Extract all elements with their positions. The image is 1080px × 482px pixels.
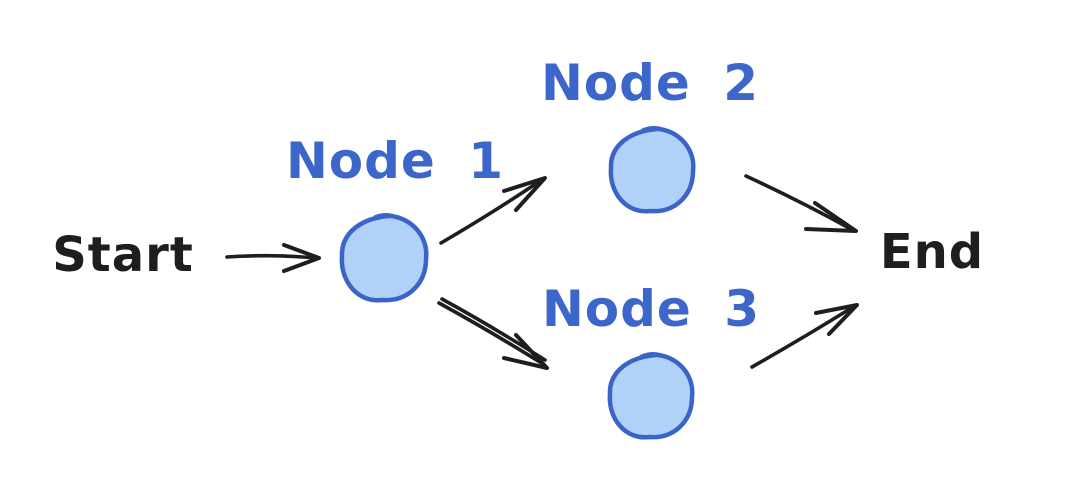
start-node-label: Start bbox=[52, 227, 194, 283]
edge-start-node1-arrowhead-icon bbox=[282, 243, 321, 273]
edge-node1-node2-arrowhead-icon bbox=[502, 176, 547, 212]
node1-circle-sketch-stroke bbox=[373, 213, 401, 220]
node2-circle bbox=[608, 126, 696, 214]
edge-node1-to-node2 bbox=[439, 176, 547, 245]
node2-label: Node 2 bbox=[541, 54, 759, 112]
edge-node3-end-arrowhead-icon bbox=[814, 303, 859, 336]
edge-node1-node2-shaft bbox=[439, 179, 542, 245]
node3-group: Node 3 bbox=[542, 280, 760, 440]
edge-node2-to-end bbox=[744, 174, 858, 233]
edge-start-to-node1 bbox=[225, 243, 321, 273]
end-node-label: End bbox=[880, 224, 984, 280]
edge-node1-node3-shaft bbox=[437, 301, 545, 366]
node3-label: Node 3 bbox=[542, 280, 760, 338]
node1-circle bbox=[339, 213, 429, 303]
edge-node3-to-end bbox=[750, 303, 859, 369]
edge-node1-to-node3 bbox=[437, 297, 549, 370]
edge-node3-end-shaft bbox=[750, 305, 855, 369]
node3-circle bbox=[607, 352, 695, 440]
edge-start-node1-shaft bbox=[225, 253, 318, 260]
node1-label: Node 1 bbox=[286, 132, 504, 190]
node2-circle-sketch-stroke bbox=[641, 126, 669, 133]
node1-group: Node 1 bbox=[286, 132, 504, 303]
edge-node2-end-shaft bbox=[744, 174, 853, 231]
edge-node1-node3-arrowhead-icon bbox=[502, 333, 549, 370]
edge-node2-end-arrowhead-icon bbox=[804, 201, 858, 233]
node3-circle-sketch-stroke bbox=[640, 352, 668, 359]
node2-group: Node 2 bbox=[541, 54, 759, 214]
